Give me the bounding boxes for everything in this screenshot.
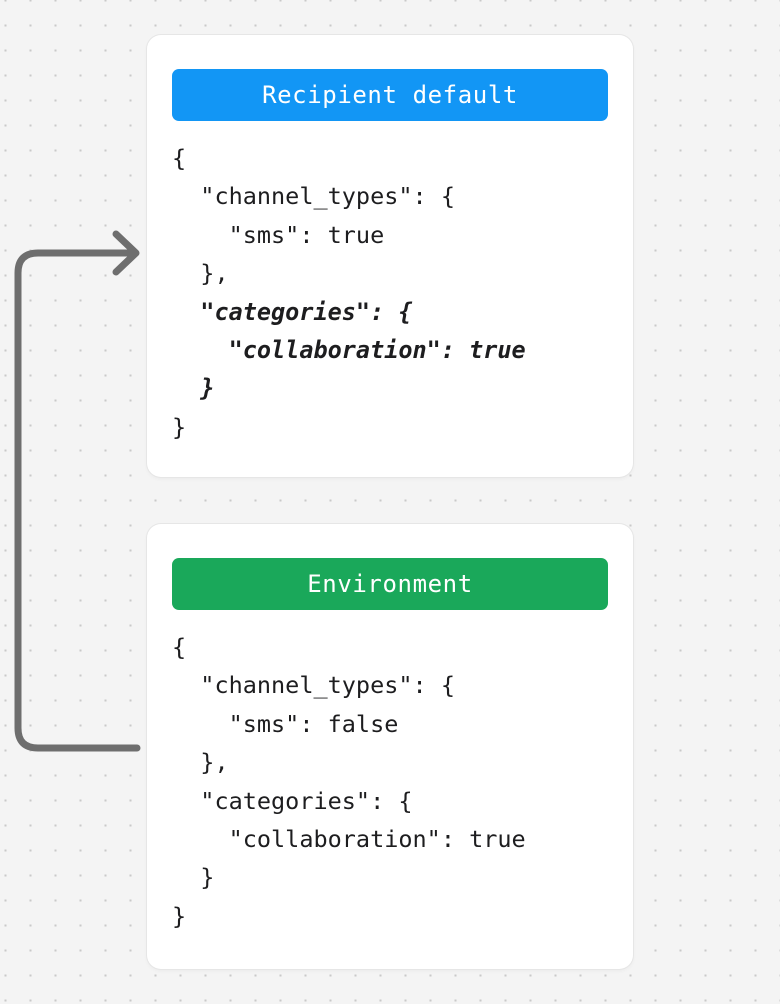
code-line: }, [172, 259, 229, 288]
card-environment[interactable]: Environment { "channel_types": { "sms": … [147, 524, 633, 969]
code-line: "channel_types": { [172, 182, 455, 211]
card-header-environment: Environment [172, 558, 608, 610]
code-line: } [172, 412, 187, 441]
code-line: } [172, 374, 215, 403]
card-header-recipient-default: Recipient default [172, 69, 608, 121]
code-line: }, [172, 748, 229, 777]
flow-arrow-path [14, 249, 141, 752]
code-block-recipient-default: { "channel_types": { "sms": true }, "cat… [172, 139, 619, 446]
code-line: { [172, 633, 187, 661]
code-block-environment: { "channel_types": { "sms": false }, "ca… [172, 628, 619, 935]
code-line: } [172, 901, 187, 930]
code-line: "categories": { [172, 786, 413, 815]
code-line: { [172, 144, 187, 172]
code-line: } [172, 863, 215, 892]
code-line: "channel_types": { [172, 671, 455, 700]
card-recipient-default[interactable]: Recipient default { "channel_types": { "… [147, 35, 633, 477]
code-line: "categories": { [172, 297, 413, 326]
code-line: "collaboration": true [172, 825, 526, 854]
code-line: "sms": true [172, 220, 385, 249]
code-line: "sms": false [172, 709, 399, 738]
code-line: "collaboration": true [172, 336, 526, 365]
flow-arrow-head [112, 230, 140, 276]
